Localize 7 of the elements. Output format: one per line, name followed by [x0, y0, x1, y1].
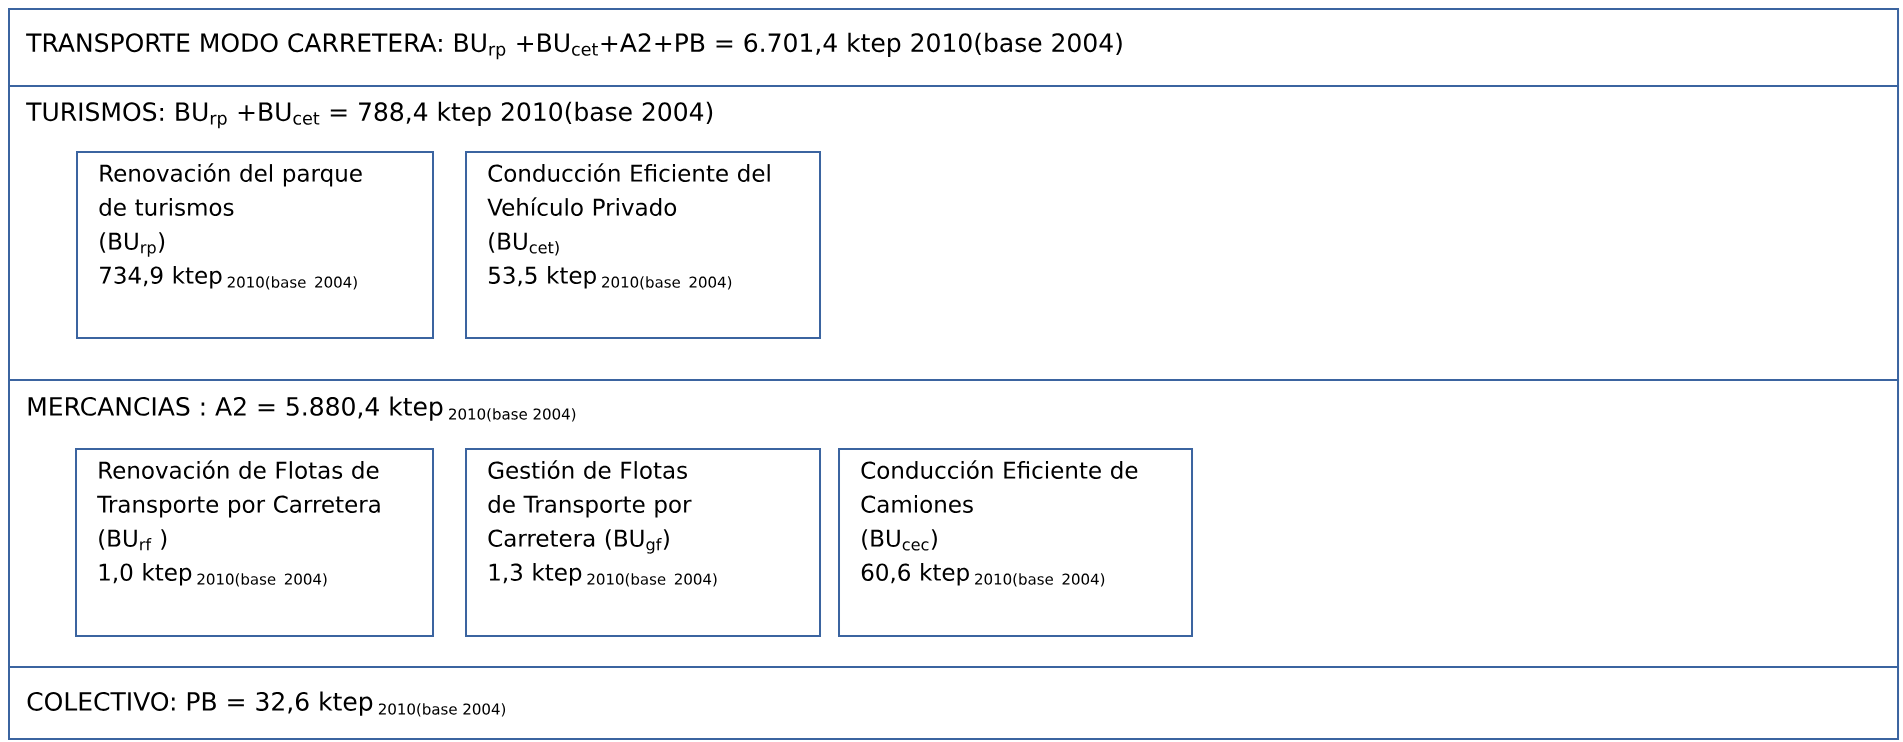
- measure-box: Gestión de Flotas de Transporte por Carretera (BU$_{gf}$) 1,3 ktep 2010(base 2004): [465, 448, 821, 637]
- section-band: TRANSPORTE MODO CARRETERA: BU$_{rp}$ +BU$_{cet}$+A2+PB = 6.701,4 ktep 2010(base 2004): [8, 8, 1899, 87]
- measure-box: Renovación del parque de turismos (BU$_{rp}$) 734,9 ktep 2010(base 2004): [76, 151, 434, 339]
- measure-box: Conducción Eficiente del Vehículo Privado (BU$_{cet)}$ 53,5 ktep 2010(base 2004): [465, 151, 821, 339]
- section-band: COLECTIVO: PB = 32,6 ktep 2010(base 2004): [8, 666, 1899, 740]
- measure-box: Renovación de Flotas de Transporte por Carretera (BU$_{rf}$ ) 1,0 ktep 2010(base 2004): [75, 448, 434, 637]
- measure-box: Conducción Eficiente de Camiones (BU$_{cec}$) 60,6 ktep 2010(base 2004): [838, 448, 1193, 637]
